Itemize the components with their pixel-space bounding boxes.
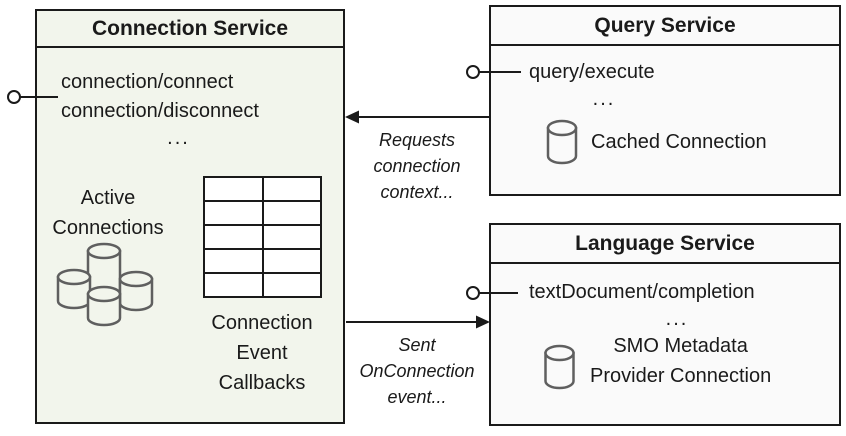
sent-onconnection-event-label: Sent OnConnection event... [350,332,484,410]
language-service-methods: textDocument/completion ... [529,278,825,331]
table-cell [263,274,320,296]
onconnection-label-line1: Sent [398,335,436,355]
smo-label-line1: SMO Metadata [613,335,748,357]
arrowhead-right-icon [476,315,490,329]
methods-ellipsis: ... [665,308,689,330]
onconnection-label-line2: OnConnection [359,361,475,381]
table-cell [205,202,262,224]
active-connections-label: Active Connections [43,183,173,243]
connection-service-methods: connection/connect connection/disconnect… [61,68,296,150]
connection-event-callbacks-label: Connection Event Callbacks [187,308,337,398]
onconnection-label-line3: event... [387,387,447,407]
requests-label-line2: connection [373,156,461,176]
methods-ellipsis: ... [167,127,190,149]
callbacks-line2: Event [236,342,288,364]
connection-service-title: Connection Service [37,11,343,48]
cached-connection-label: Cached Connection [591,130,767,153]
connection-service-box: Connection Service connection/connect co… [35,9,345,424]
arrowhead-left-icon [345,110,359,124]
requests-label-line1: Requests [378,130,456,150]
callbacks-table-icon [203,176,322,298]
sent-onconnection-arrow [346,315,490,329]
table-cell [263,226,320,248]
requests-label-line3: context... [380,182,454,202]
methods-ellipsis: ... [592,88,616,110]
table-cell [205,178,262,200]
language-service-title: Language Service [491,225,839,264]
cached-connection-item: Cached Connection [546,119,767,165]
active-connections-line2: Connections [52,217,164,239]
database-cylinder-cluster-icon [56,242,154,327]
smo-label-line2: Provider Connection [590,365,772,387]
requests-connection-context-label: Requests connection context... [350,127,484,205]
requests-connection-arrow [345,110,489,124]
method-connection-connect: connection/connect [61,71,234,93]
query-service-title: Query Service [491,7,839,46]
table-cell [263,178,320,200]
smo-provider-connection-label: SMO Metadata Provider Connection [590,331,771,391]
active-connections-line1: Active [80,187,136,209]
query-service-methods: query/execute ... [529,58,679,111]
method-connection-disconnect: connection/disconnect [61,100,259,122]
table-cell [263,202,320,224]
method-textdocument-completion: textDocument/completion [529,281,755,303]
callbacks-line3: Callbacks [218,372,306,394]
language-service-box: Language Service textDocument/completion… [489,223,841,426]
database-cylinder-icon [546,119,578,165]
table-cell [205,274,262,296]
query-service-box: Query Service query/execute ... Cached C… [489,5,841,196]
callbacks-line1: Connection [211,312,313,334]
method-query-execute: query/execute [529,61,655,83]
table-cell [263,250,320,272]
table-cell [205,250,262,272]
table-cell [205,226,262,248]
database-cylinder-icon [544,344,575,390]
smo-provider-connection-item: SMO Metadata Provider Connection [543,331,771,391]
